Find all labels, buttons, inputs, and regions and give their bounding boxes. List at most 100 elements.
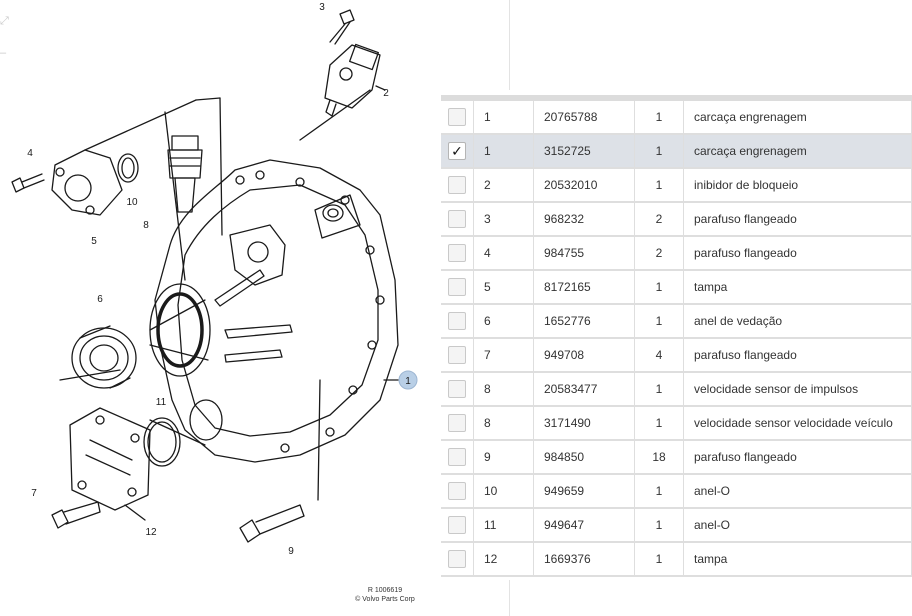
position-cell: 6 <box>473 304 534 339</box>
part-number-cell: 3152725 <box>533 134 635 169</box>
quantity-cell: 1 <box>634 372 684 407</box>
description-cell: carcaça engrenagem <box>683 134 912 169</box>
callout-label[interactable]: 2 <box>383 88 389 99</box>
callout-label[interactable]: 5 <box>91 236 97 247</box>
quantity-cell: 1 <box>634 168 684 203</box>
description-cell: anel de vedação <box>683 304 912 339</box>
position-cell: 11 <box>473 508 534 543</box>
description-cell: parafuso flangeado <box>683 338 912 373</box>
position-cell: 5 <box>473 270 534 305</box>
callout-label[interactable]: 8 <box>143 220 149 231</box>
row-checkbox[interactable] <box>448 176 466 194</box>
zoom-control[interactable]: ⤢ – <box>0 14 10 74</box>
part-number-cell: 20765788 <box>533 101 635 135</box>
quantity-cell: 1 <box>634 474 684 509</box>
description-cell: anel-O <box>683 474 912 509</box>
description-cell: parafuso flangeado <box>683 440 912 475</box>
row-checkbox[interactable] <box>448 312 466 330</box>
callout-label[interactable]: 7 <box>31 488 37 499</box>
row-select-cell[interactable] <box>441 202 474 237</box>
row-select-cell[interactable] <box>441 168 474 203</box>
quantity-cell: 1 <box>634 542 684 577</box>
row-select-cell[interactable] <box>441 372 474 407</box>
quantity-cell: 1 <box>634 101 684 135</box>
row-checkbox[interactable] <box>448 244 466 262</box>
row-checkbox[interactable] <box>448 278 466 296</box>
part-number-cell: 984755 <box>533 236 635 271</box>
row-select-cell[interactable] <box>441 270 474 305</box>
minus-icon[interactable]: – <box>0 47 7 59</box>
description-cell: inibidor de bloqueio <box>683 168 912 203</box>
row-checkbox[interactable] <box>448 380 466 398</box>
row-select-cell[interactable] <box>441 542 474 577</box>
row-checkbox[interactable] <box>448 210 466 228</box>
row-select-cell[interactable] <box>441 474 474 509</box>
part-number-cell: 949659 <box>533 474 635 509</box>
callout-label[interactable]: 4 <box>27 148 33 159</box>
description-cell: tampa <box>683 542 912 577</box>
row-select-cell[interactable] <box>441 406 474 441</box>
part-number-cell: 968232 <box>533 202 635 237</box>
row-checkbox[interactable] <box>448 108 466 126</box>
callout-label[interactable]: 10 <box>126 197 138 208</box>
reference-code: R 1006619 <box>367 587 403 594</box>
row-select-cell[interactable] <box>441 338 474 373</box>
part-number-cell: 3171490 <box>533 406 635 441</box>
position-cell: 12 <box>473 542 534 577</box>
row-checkbox[interactable] <box>448 516 466 534</box>
row-checkbox[interactable] <box>448 482 466 500</box>
row-checkbox[interactable] <box>448 448 466 466</box>
row-select-cell[interactable] <box>441 101 474 135</box>
callout-label[interactable]: 9 <box>288 546 294 557</box>
quantity-cell: 18 <box>634 440 684 475</box>
position-cell: 8 <box>473 372 534 407</box>
row-checkbox[interactable] <box>448 550 466 568</box>
quantity-cell: 4 <box>634 338 684 373</box>
row-checkbox[interactable] <box>448 346 466 364</box>
row-select-cell[interactable] <box>441 304 474 339</box>
row-select-cell[interactable] <box>441 440 474 475</box>
row-select-cell[interactable] <box>441 236 474 271</box>
row-checkbox[interactable] <box>448 414 466 432</box>
part-number-cell: 1652776 <box>533 304 635 339</box>
position-cell: 10 <box>473 474 534 509</box>
callout-label[interactable]: 1 <box>405 376 411 387</box>
part-number-cell: 8172165 <box>533 270 635 305</box>
row-select-cell[interactable] <box>441 508 474 543</box>
position-cell: 2 <box>473 168 534 203</box>
row-select-cell[interactable]: ✓ <box>441 134 474 169</box>
expand-icon[interactable]: ⤢ <box>0 15 9 27</box>
callout-label[interactable]: 11 <box>156 397 167 408</box>
position-cell: 7 <box>473 338 534 373</box>
quantity-cell: 1 <box>634 406 684 441</box>
callout-label[interactable]: 6 <box>97 294 103 305</box>
diagram-drawing: 1 2 3 4 5 6 7 8 9 10 11 12 <box>11 2 418 557</box>
callout-highlight-1[interactable] <box>398 370 418 390</box>
callout-label[interactable]: 12 <box>145 527 157 538</box>
description-cell: parafuso flangeado <box>683 202 912 237</box>
description-cell: velocidade sensor velocidade veículo <box>683 406 912 441</box>
position-cell: 4 <box>473 236 534 271</box>
callout-label[interactable]: 3 <box>319 2 325 13</box>
description-cell: parafuso flangeado <box>683 236 912 271</box>
row-checkbox[interactable]: ✓ <box>448 142 466 160</box>
part-number-cell: 984850 <box>533 440 635 475</box>
quantity-cell: 1 <box>634 270 684 305</box>
pane-divider <box>509 0 510 90</box>
